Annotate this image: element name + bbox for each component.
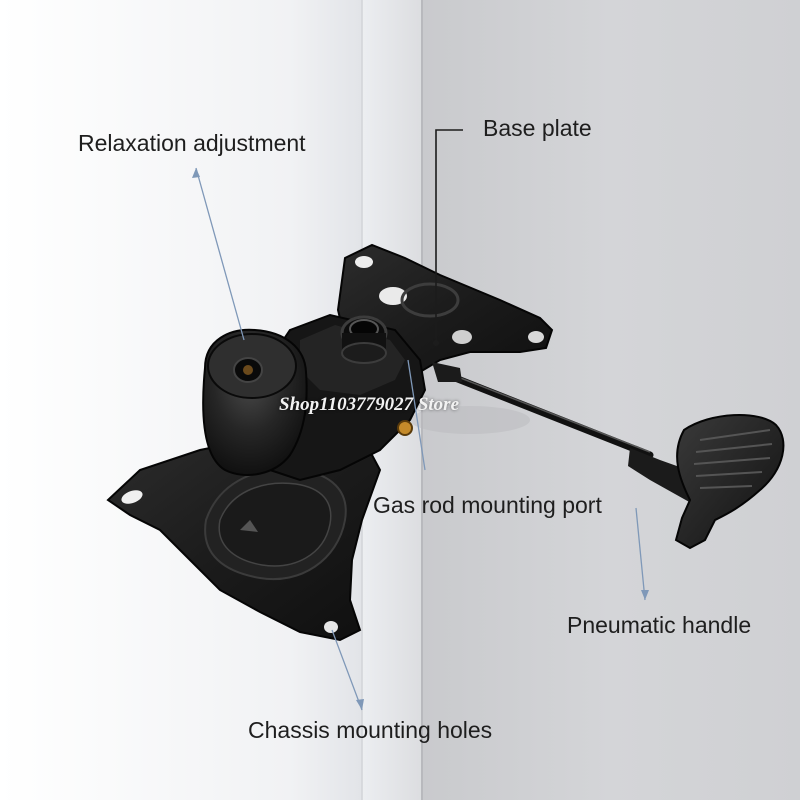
chassis-hole-right <box>324 621 338 633</box>
pneumatic-lever <box>432 362 785 550</box>
annotation-lines <box>195 167 646 711</box>
chassis-mounting-holes-label: Chassis mounting holes <box>248 717 493 743</box>
pneumatic-handle-label: Pneumatic handle <box>567 612 752 638</box>
pneumatic-handle-arrow <box>635 507 646 601</box>
base-plate-label: Base plate <box>483 115 592 141</box>
right-wall <box>422 0 800 800</box>
relaxation-arrow <box>195 167 245 341</box>
chassis-plate <box>106 438 382 642</box>
base-plate-leader <box>435 129 463 343</box>
base-plate-hole-right <box>528 331 544 343</box>
pneumatic-handle-pad <box>674 413 785 550</box>
gas-rod-mounting-port-label: Gas rod mounting port <box>373 492 602 518</box>
chassis-hole-left <box>121 490 143 504</box>
relaxation-adjustment-label: Relaxation adjustment <box>78 130 306 156</box>
gas-port-arrow <box>407 359 426 471</box>
relaxation-knob <box>202 328 308 476</box>
chassis-holes-arrow <box>331 629 363 711</box>
base-plate-hole-top <box>355 256 373 268</box>
store-watermark: Shop1103779027 Store <box>279 394 460 415</box>
